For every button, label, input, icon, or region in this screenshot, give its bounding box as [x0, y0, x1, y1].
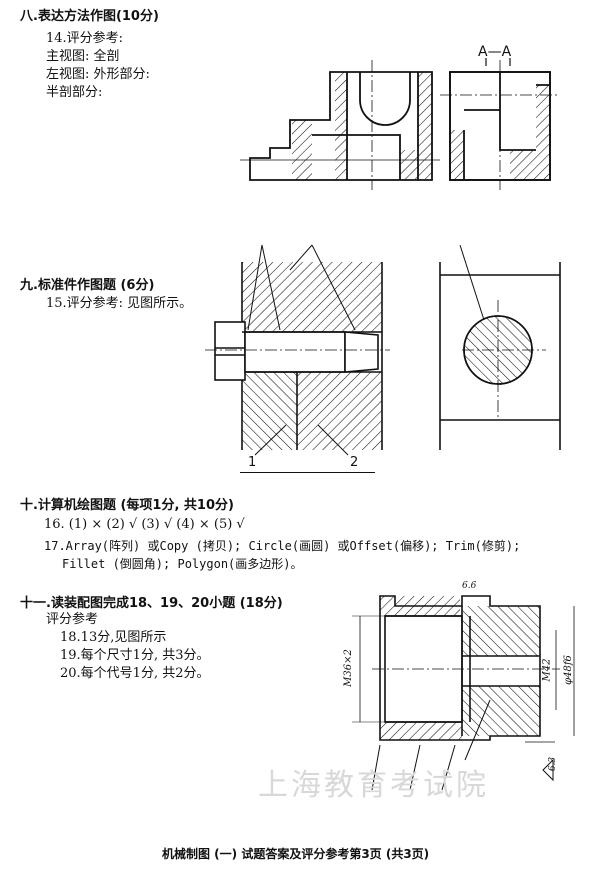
- callout-baseline: [240, 472, 375, 473]
- section8-line-2: 左视图: 外形部分:: [46, 67, 150, 82]
- section-label-aa: A—A: [478, 44, 512, 60]
- section10-answers: 16. (1) × (2) √ (3) √ (4) × (5) √: [44, 517, 245, 532]
- section8-line-1: 主视图: 全剖: [46, 49, 120, 64]
- screw-joint-drawing: [205, 244, 390, 456]
- roughness-bottom: 6.3: [548, 756, 559, 772]
- dim-m42: M42: [541, 658, 553, 682]
- callout-2: 2: [350, 455, 359, 470]
- front-view-full-section: [240, 60, 440, 190]
- section11-line-19: 19.每个尺寸1分, 共3分。: [60, 648, 210, 663]
- assembly-drawing: [352, 595, 575, 791]
- section9-title: 九.标准件作图题 (6分): [20, 278, 155, 293]
- watermark: 上海教育考试院: [258, 768, 489, 803]
- section11-line-20: 20.每个代号1分, 共2分。: [60, 666, 210, 681]
- roughness-top: 6.6: [462, 581, 477, 591]
- section11-line-18: 18.13分,见图所示: [60, 630, 167, 645]
- dim-phi48: φ48f6: [562, 655, 574, 685]
- section11-sub: 评分参考: [46, 612, 99, 627]
- section8-item: 14.评分参考:: [46, 31, 124, 46]
- screw-top-view: [439, 244, 561, 450]
- section11-title: 十一.读装配图完成18、19、20小题 (18分): [20, 596, 283, 611]
- section10-line17b: Fillet (倒圆角); Polygon(画多边形)。: [62, 557, 303, 571]
- side-view-half-section: [440, 58, 560, 190]
- section8-line-3: 半剖部分:: [46, 85, 103, 100]
- section10-line17a: 17.Array(阵列) 或Copy (拷贝); Circle(画圆) 或Off…: [44, 539, 521, 553]
- section9-item: 15.评分参考: 见图所示。: [46, 296, 193, 311]
- callout-1: 1: [248, 455, 257, 470]
- dim-m36: M36×2: [342, 649, 354, 687]
- section8-title: 八.表达方法作图(10分): [20, 9, 159, 24]
- page-footer: 机械制图 (一) 试题答案及评分参考第3页 (共3页): [162, 847, 430, 861]
- section10-title: 十.计算机绘图题 (每项1分, 共10分): [20, 498, 234, 513]
